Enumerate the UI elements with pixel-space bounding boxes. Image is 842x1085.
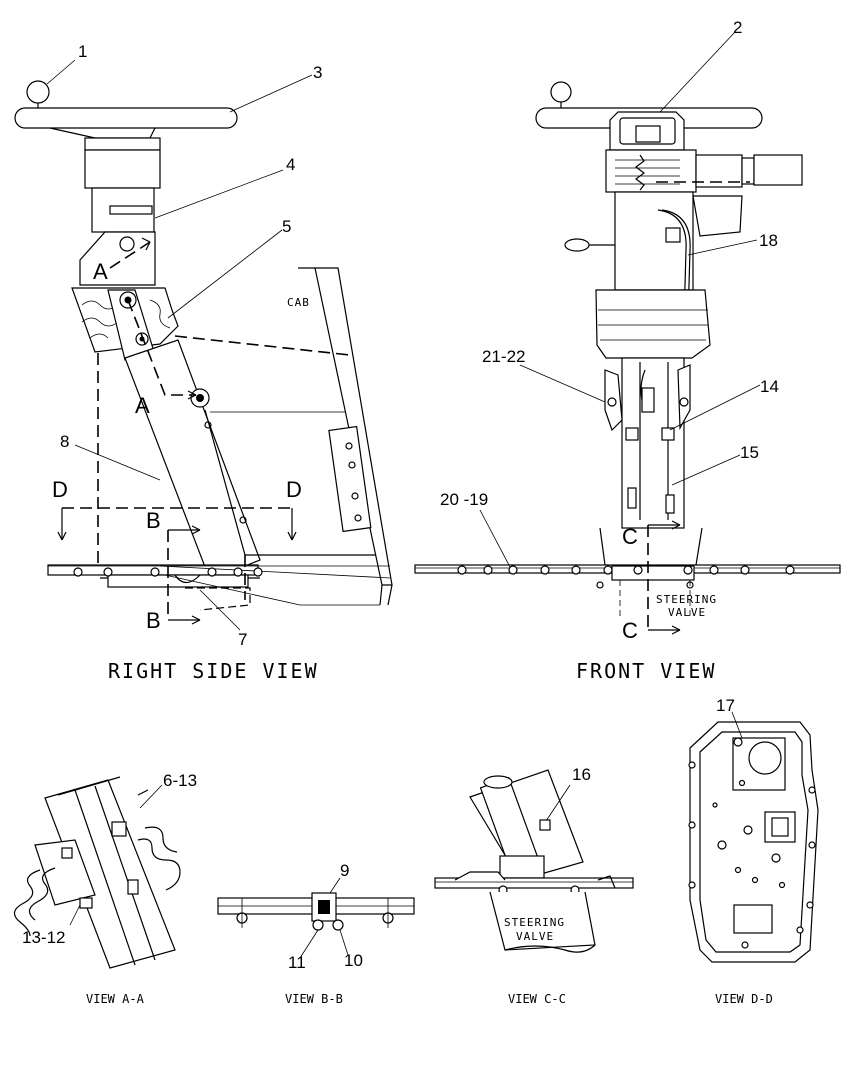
callout-3: 3 [313, 63, 322, 82]
steering-knob [26, 80, 50, 104]
front-view-drawing [414, 31, 841, 635]
callout-20-19: 20 -19 [440, 490, 488, 509]
front-bellows [595, 289, 711, 359]
steering-wheel [14, 107, 238, 129]
callout-13-12: 13-12 [22, 928, 65, 947]
front-column-head [605, 149, 697, 193]
callout-2: 2 [733, 18, 742, 37]
section-b-top: B [146, 508, 161, 533]
tilt-lever [753, 154, 803, 186]
front-steering-label: STEERING [656, 593, 717, 606]
view-aa-drawing [13, 776, 181, 969]
section-a-bottom: A [135, 393, 150, 418]
front-steering-knob [550, 81, 572, 103]
section-c-top: C [622, 524, 638, 549]
cab-label: CAB [287, 296, 310, 309]
callout-11: 11 [288, 953, 306, 972]
callout-5: 5 [282, 217, 291, 236]
callout-16: 16 [572, 765, 591, 784]
lower-column [124, 339, 261, 581]
section-d-left: D [52, 477, 68, 502]
view-bb-title: VIEW B-B [285, 992, 343, 1006]
callout-17: 17 [716, 696, 735, 715]
floor-panel [689, 721, 819, 963]
section-a-top: A [93, 259, 108, 284]
callout-8: 8 [60, 432, 69, 451]
section-b-bottom: B [146, 608, 161, 633]
right-side-view-drawing [14, 59, 393, 631]
view-cc-drawing [434, 769, 634, 953]
view-bb-drawing [217, 877, 415, 959]
section-c-bottom: C [622, 618, 638, 643]
section-d-right: D [286, 477, 302, 502]
front-valve-label: VALVE [668, 606, 706, 619]
column-housing [84, 149, 161, 189]
callout-4: 4 [286, 155, 295, 174]
callout-7: 7 [238, 630, 247, 649]
callout-6-13: 6-13 [163, 771, 197, 790]
callout-9: 9 [340, 861, 349, 880]
callout-15: 15 [740, 443, 759, 462]
cc-steering-label: STEERING [504, 916, 565, 929]
front-column-body [614, 191, 694, 291]
callout-1: 1 [78, 42, 87, 61]
callout-10: 10 [344, 951, 363, 970]
cc-valve-label: VALVE [516, 930, 554, 943]
callout-14: 14 [760, 377, 779, 396]
view-cc-title: VIEW C-C [508, 992, 566, 1006]
view-aa-title: VIEW A-A [86, 992, 145, 1006]
view-dd-drawing [688, 711, 819, 963]
view-dd-title: VIEW D-D [715, 992, 773, 1006]
front-view-title: FRONT VIEW [576, 659, 716, 683]
callout-18: 18 [759, 231, 778, 250]
callout-21-22: 21-22 [482, 347, 525, 366]
right-side-view-title: RIGHT SIDE VIEW [108, 659, 319, 683]
